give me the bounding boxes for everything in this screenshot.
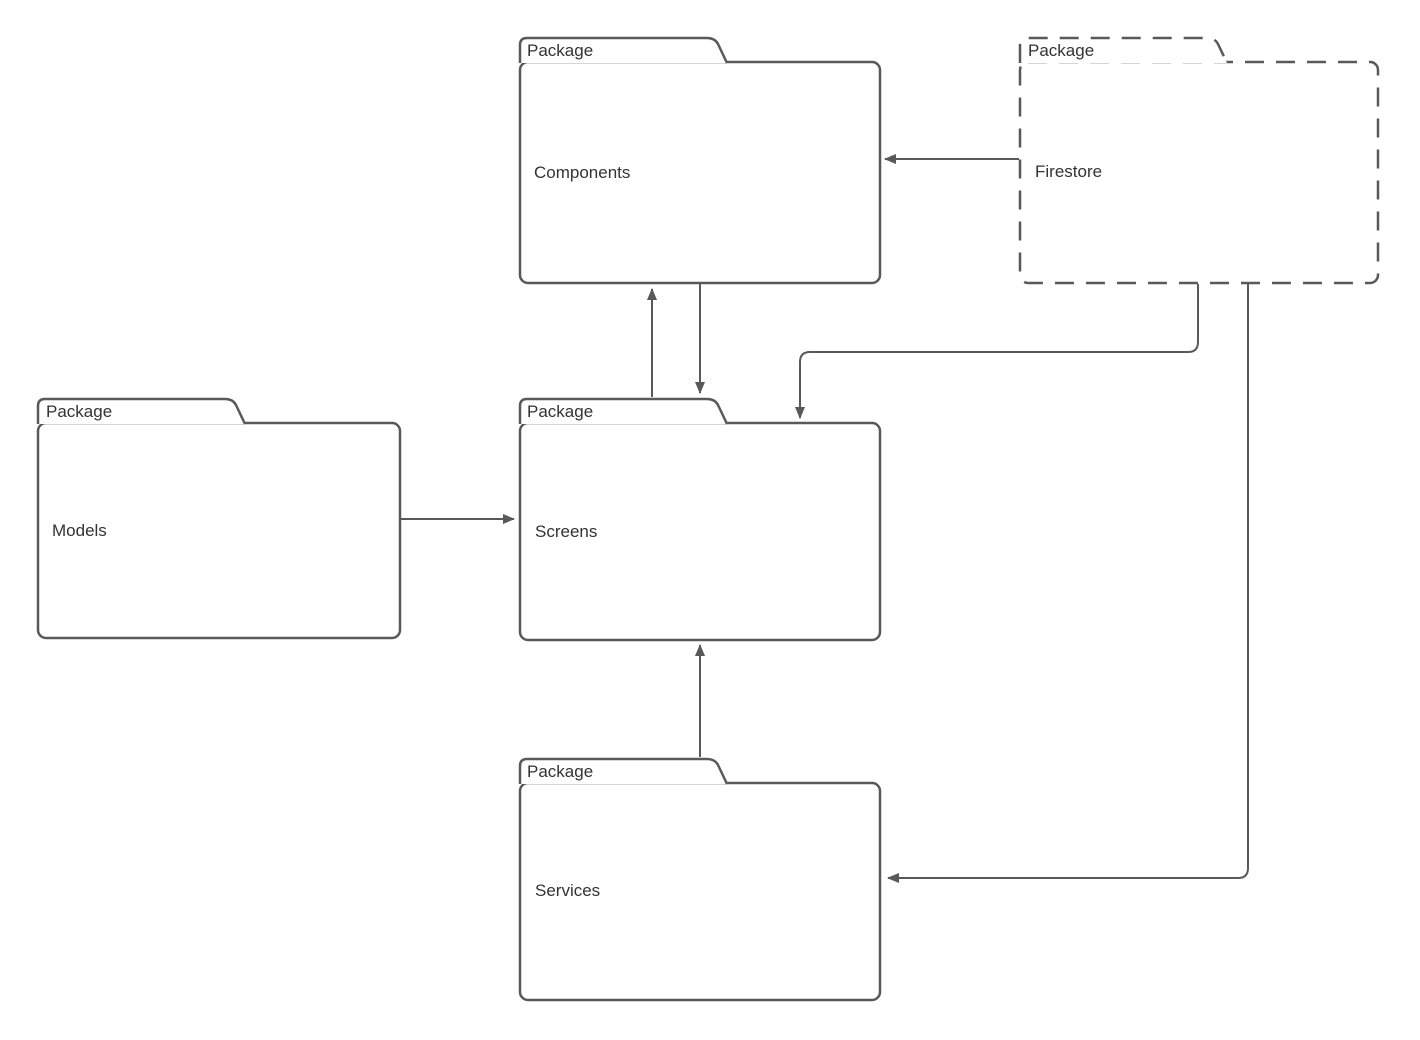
package-models-tab[interactable] — [36, 397, 247, 425]
package-firestore[interactable]: Package Firestore — [1018, 36, 1380, 285]
package-type-label: Package — [527, 762, 593, 781]
package-screens[interactable]: Package Screens — [518, 397, 882, 642]
package-type-label: Package — [527, 41, 593, 60]
package-name-label: Services — [535, 881, 600, 900]
package-services-tab[interactable] — [518, 757, 729, 785]
package-name-label: Firestore — [1035, 162, 1102, 181]
package-firestore-tab[interactable] — [1018, 36, 1229, 64]
package-models[interactable]: Package Models — [36, 397, 402, 640]
connector-firestore-to-services[interactable] — [887, 284, 1249, 883]
package-type-label: Package — [1028, 41, 1094, 60]
package-components[interactable]: Package Components — [518, 36, 882, 285]
package-type-label: Package — [46, 402, 112, 421]
package-name-label: Models — [52, 521, 107, 540]
package-components-tab[interactable] — [518, 36, 729, 64]
connector-firestore-to-screens[interactable] — [795, 284, 1199, 419]
package-name-label: Components — [534, 163, 630, 182]
package-screens-tab[interactable] — [518, 397, 729, 425]
package-name-label: Screens — [535, 522, 597, 541]
package-type-label: Package — [527, 402, 593, 421]
package-services[interactable]: Package Services — [518, 757, 882, 1002]
